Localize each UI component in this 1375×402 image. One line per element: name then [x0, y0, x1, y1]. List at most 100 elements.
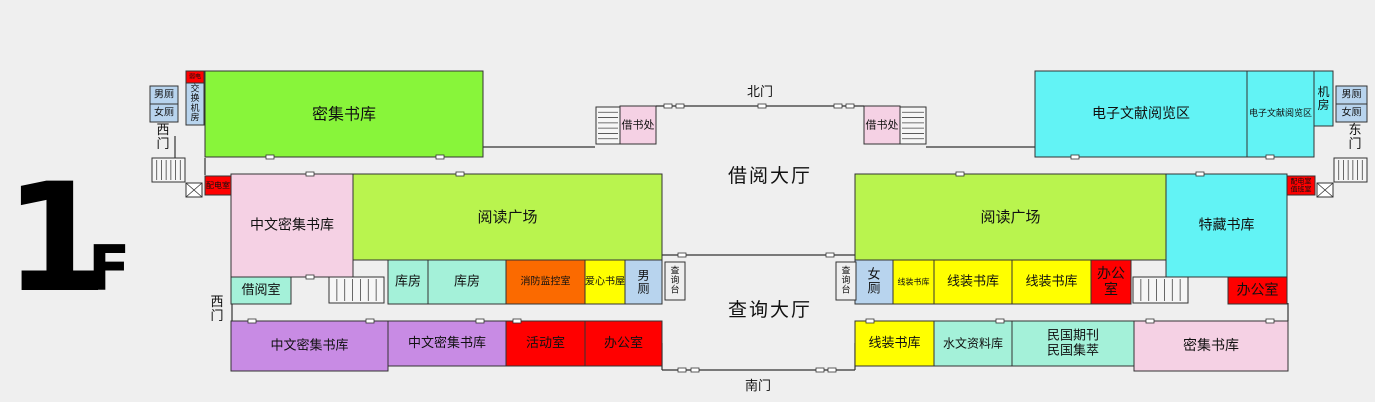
- room-label: 电子文献阅览区: [1249, 107, 1312, 119]
- room-mens-room-e: 男厕: [1335, 85, 1368, 105]
- room-special-collection: 特藏书库: [1165, 173, 1288, 278]
- room-label: 消防监控室: [521, 275, 571, 288]
- room-label: 库房: [395, 274, 421, 290]
- room-label: 男厕: [154, 89, 174, 101]
- door-marker: [1195, 171, 1205, 177]
- door-west-lower-char: 门: [210, 309, 223, 324]
- room-fill: [505, 320, 586, 367]
- room-fill: [427, 259, 507, 305]
- room-label: 借书处: [622, 119, 655, 132]
- room-storeroom-1: 库房: [387, 259, 429, 305]
- room-label: 女厕: [1342, 106, 1362, 119]
- room-fill: [505, 259, 586, 305]
- room-fill: [352, 173, 663, 261]
- door-marker: [455, 171, 465, 177]
- room-label-char: 机: [1317, 85, 1329, 99]
- elevator: [1316, 182, 1334, 198]
- door-marker: [247, 318, 257, 324]
- floor-suffix: F: [88, 232, 130, 305]
- room-label: 男厕: [1342, 89, 1362, 101]
- door-east-char: 东: [1348, 123, 1361, 138]
- room-mens-room-c: 男厕: [624, 259, 663, 305]
- door-marker: [1265, 318, 1275, 324]
- room-fill: [619, 105, 657, 145]
- room-fill: [204, 70, 484, 158]
- room-office-sw: 办公室: [584, 320, 663, 367]
- room-label-char: 男: [637, 269, 649, 283]
- room-label: 借阅室: [241, 282, 280, 298]
- room-label-char: 台: [670, 284, 679, 296]
- room-fill: [1165, 173, 1288, 278]
- room-fill: [892, 259, 935, 305]
- room-dense-stack-se: 密集书库: [1133, 320, 1289, 372]
- room-label: 水文资料库: [943, 336, 1003, 351]
- room-label-line: 民国集萃: [1047, 342, 1099, 358]
- room-label-char: 交: [190, 82, 199, 94]
- room-office-e1: 办公室: [1090, 259, 1132, 305]
- door-east-char: 门: [1348, 137, 1361, 152]
- room-fill: [664, 261, 686, 301]
- room-label-char: 机: [190, 102, 199, 114]
- door-marker: [677, 367, 687, 373]
- door-marker: [1145, 318, 1155, 324]
- room-label-char: 厕: [637, 281, 649, 295]
- room-lending-desk-e: 借书处: [863, 105, 901, 145]
- room-zh-dense-stack-sw1: 中文密集书库: [230, 320, 389, 372]
- room-label: 女厕: [154, 106, 174, 119]
- inquiry-hall-label: 查询大厅: [728, 299, 812, 321]
- room-label: 中文密集书库: [270, 338, 348, 354]
- room-label-char: 房: [190, 112, 199, 124]
- room-label-char: 房: [1317, 97, 1329, 112]
- room-fill: [1034, 70, 1248, 158]
- room-hydrology-archive: 水文资料库: [933, 320, 1013, 367]
- room-label: 中文密集书库: [408, 335, 486, 351]
- room-fill: [1246, 70, 1315, 158]
- room-label-char: 台: [841, 284, 850, 296]
- room-fill: [1011, 320, 1135, 367]
- stairs: [1132, 276, 1189, 304]
- room-label: 办公室: [1237, 282, 1279, 299]
- door-marker: [305, 274, 315, 280]
- room-label: 密集书库: [312, 105, 376, 124]
- room-label-line: 办公: [1097, 266, 1125, 282]
- room-label-char: 女: [867, 266, 880, 282]
- room-label: 线装书库: [868, 335, 920, 351]
- elevator: [185, 182, 203, 198]
- room-zh-dense-stack-w: 中文密集书库: [230, 173, 354, 278]
- door-marker: [827, 367, 837, 373]
- stairs: [151, 157, 186, 183]
- room-label-char: 换: [190, 92, 199, 104]
- room-fill: [1133, 320, 1289, 372]
- room-fill: [1227, 276, 1288, 305]
- room-fill: [933, 320, 1013, 367]
- room-label-char: 厕: [867, 282, 880, 297]
- room-fill: [149, 103, 179, 123]
- room-label-line: 配电室: [1291, 176, 1312, 185]
- room-womens-room-w: 女厕: [149, 103, 179, 123]
- room-fire-control: 消防监控室: [505, 259, 586, 305]
- door-marker: [690, 367, 700, 373]
- room-label-line: 值班室: [1291, 185, 1312, 194]
- room-label-char: 询: [841, 274, 850, 286]
- door-marker: [512, 318, 522, 324]
- door-marker: [663, 103, 673, 109]
- room-mens-room-w: 男厕: [149, 85, 179, 105]
- door-marker: [865, 318, 875, 324]
- stairs: [899, 106, 927, 145]
- room-label: 库房: [454, 274, 480, 290]
- room-machine-room: 机房: [1313, 70, 1334, 127]
- room-label: 特藏书库: [1199, 218, 1255, 234]
- stairs: [328, 276, 385, 304]
- lending-hall-label: 借阅大厅: [728, 165, 812, 187]
- room-inquiry-desk-e: 查询台: [835, 261, 857, 301]
- room-label-char: 询: [670, 274, 679, 286]
- room-fill: [835, 261, 857, 301]
- room-thread-bound-2: 线装书库: [933, 259, 1013, 305]
- room-label: 阅读广场: [980, 208, 1040, 226]
- room-reading-square-e: 阅读广场: [854, 173, 1167, 261]
- room-fill: [1313, 70, 1334, 127]
- room-fill: [584, 320, 663, 367]
- room-label: 配电室: [206, 180, 230, 190]
- rooms-layer: 男厕女厕弱电交换机房密集书库配电室借书处中文密集书库阅读广场借阅室库房库房消防监…: [149, 70, 1368, 372]
- room-label: 线装书库: [898, 277, 930, 287]
